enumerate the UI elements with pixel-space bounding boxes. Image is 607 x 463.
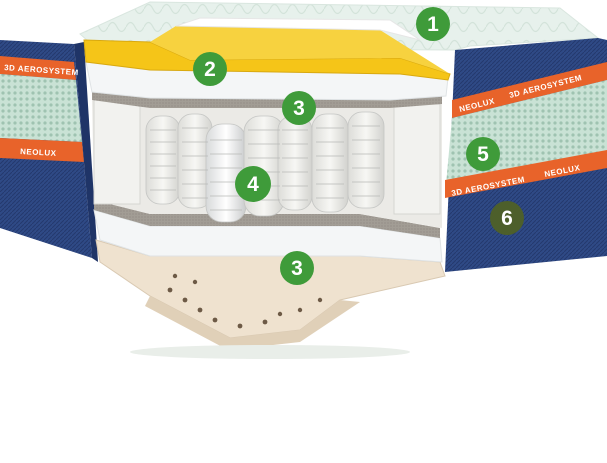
svg-text:5: 5 bbox=[477, 143, 489, 166]
svg-text:4: 4 bbox=[247, 173, 259, 196]
latex-perforations bbox=[167, 273, 323, 329]
left-orange-stripe-top bbox=[0, 56, 76, 80]
left-orange-stripe-bottom bbox=[0, 138, 84, 162]
badge-3-upper: 3 bbox=[282, 91, 316, 125]
badge-4: 4 bbox=[235, 166, 271, 202]
top-white-pad bbox=[175, 17, 421, 41]
svg-text:6: 6 bbox=[501, 207, 513, 230]
svg-text:2: 2 bbox=[204, 58, 216, 81]
right-orange-stripe-top bbox=[452, 62, 607, 118]
badge-3-lower: 3 bbox=[280, 251, 314, 285]
right-foam-pillar bbox=[393, 103, 441, 215]
badge-1: 1 bbox=[416, 7, 450, 41]
left-foam-pillar bbox=[93, 99, 141, 205]
svg-text:3: 3 bbox=[291, 257, 303, 280]
badge-5: 5 bbox=[466, 137, 500, 171]
pocket-springs bbox=[145, 111, 385, 223]
right-orange-stripe-bottom bbox=[445, 150, 607, 198]
left-side-panel bbox=[0, 40, 98, 262]
left-mesh-band bbox=[0, 74, 82, 142]
upper-felt-layer bbox=[92, 92, 442, 108]
yellow-foam-top bbox=[150, 26, 450, 74]
badge-2: 2 bbox=[193, 52, 227, 86]
svg-text:1: 1 bbox=[427, 13, 439, 36]
badge-6: 6 bbox=[490, 201, 524, 235]
cutaway-interior bbox=[83, 17, 451, 350]
svg-text:3: 3 bbox=[293, 97, 305, 120]
left-stripe-label-bottom: NEOLUX bbox=[20, 147, 57, 158]
floor-shadow bbox=[130, 345, 410, 359]
lower-felt-layer bbox=[94, 200, 440, 238]
